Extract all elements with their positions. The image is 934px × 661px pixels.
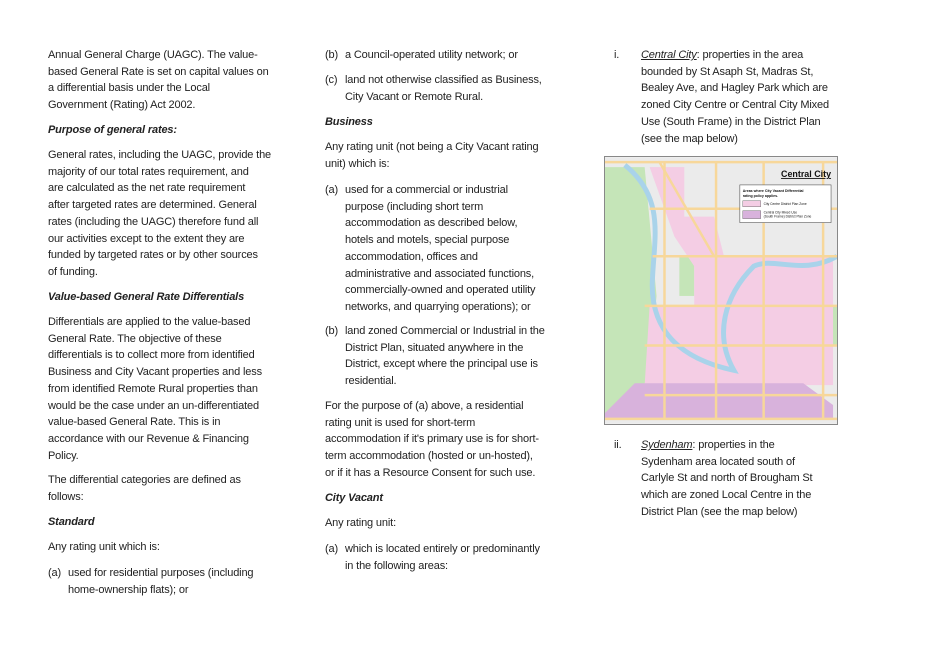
standard-intro: Any rating unit which is: — [48, 541, 160, 553]
heading-standard: Standard — [48, 516, 95, 528]
map-title: Central City — [781, 169, 831, 179]
item-label: (b) — [325, 49, 338, 61]
heading-city-vacant: City Vacant — [325, 492, 383, 504]
categories-paragraph: The differential categories are defined … — [48, 474, 241, 503]
legend-swatch-mixed-use — [742, 210, 761, 219]
area-title: Central City — [641, 49, 697, 61]
business-intro: Any rating unit (not being a City Vacant… — [325, 141, 539, 170]
item-text: land zoned Commercial or Industrial in t… — [345, 325, 545, 388]
item-label: (c) — [325, 74, 338, 86]
legend-swatch-city-centre — [742, 200, 761, 207]
item-text: which is located entirely or predominant… — [345, 543, 540, 572]
item-label: (a) — [325, 543, 338, 555]
area-title: Sydenham — [641, 439, 693, 451]
item-text: used for residential purposes (including… — [68, 567, 254, 596]
heading-differentials: Value-based General Rate Differentials — [48, 291, 245, 303]
heading-business: Business — [325, 116, 373, 128]
central-city-map: Central City Areas where City Vacant Dif… — [604, 156, 838, 425]
avon-river — [623, 163, 837, 374]
city-centre-zone — [644, 167, 834, 386]
item-label: i. — [614, 49, 620, 61]
legend-title: Areas where City Vacant Differential — [743, 189, 804, 193]
item-text: a Council-operated utility network; or — [345, 49, 518, 61]
city-vacant-intro: Any rating unit: — [325, 517, 396, 529]
purpose-paragraph: General rates, including the UAGC, provi… — [48, 149, 271, 278]
area-text: : properties in the area bounded by St A… — [641, 49, 829, 145]
item-label: ii. — [614, 439, 622, 451]
roads — [605, 160, 837, 421]
item-text: used for a commercial or industrial purp… — [345, 184, 536, 313]
legend-label-mixed-use: Central City Mixed Use — [764, 211, 798, 215]
intro-paragraph: Annual General Charge (UAGC). The value-… — [48, 49, 269, 112]
item-text: land not otherwise classified as Busines… — [345, 74, 542, 103]
item-label: (b) — [325, 325, 338, 337]
differentials-paragraph: Differentials are applied to the value-b… — [48, 316, 262, 462]
hagley-park — [605, 167, 657, 415]
legend-label-mixed-use-2: (South Frame) District Plan Zone — [764, 215, 812, 219]
legend-title-2: rating policy applies. — [743, 194, 778, 198]
mixed-use-zone — [605, 383, 834, 420]
area-text: : properties in the Sydenham area locate… — [641, 439, 813, 518]
short-term-paragraph: For the purpose of (a) above, a resident… — [325, 400, 539, 479]
item-label: (a) — [325, 184, 338, 196]
heading-purpose: Purpose of general rates: — [48, 124, 177, 136]
item-label: (a) — [48, 567, 61, 579]
legend-label-city-centre: City Centre District Plan Zone — [764, 202, 807, 206]
